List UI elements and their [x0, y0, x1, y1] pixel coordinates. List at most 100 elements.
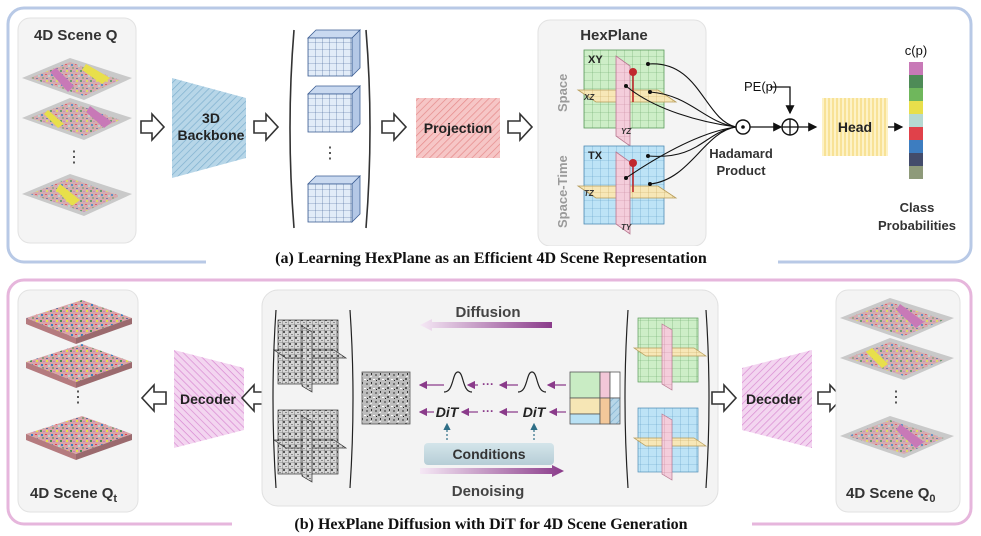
class-color-cell: [909, 114, 923, 127]
decoder-right-label: Decoder: [746, 391, 803, 407]
class-label-2: Probabilities: [878, 218, 956, 233]
clean-hexplane-spacetime: [632, 407, 708, 481]
hollow-arrow-a1: [140, 111, 166, 143]
feature-curves: [625, 63, 737, 185]
noisy-scene-label: 4D Scene Qt: [30, 485, 117, 505]
spacetime-axis-label: Space-Time: [555, 155, 570, 228]
conditions-box: [424, 443, 554, 465]
hollow-arrow-a2: [253, 111, 280, 143]
caption-a: (a) Learning HexPlane as an Efficient 4D…: [275, 250, 707, 267]
noisy-slab-3: [26, 416, 132, 460]
clean-scene-card: [835, 289, 961, 513]
ellipsis-2: ···: [482, 404, 494, 418]
scene-q-frame-1: [22, 58, 132, 100]
plane-ty-label: TY: [621, 223, 632, 232]
class-color-cell: [909, 153, 923, 166]
pe-label: PE(p): [744, 79, 777, 94]
diffusion-label: Diffusion: [456, 304, 521, 321]
gaussian-curve-1: [443, 371, 473, 393]
backbone-block: 3D Backbone: [172, 78, 246, 178]
noisy-hexplane-upper: [272, 319, 348, 393]
noisy-hexplane-lower: [272, 409, 348, 483]
scene-q-group: 4D Scene Q ⋮: [17, 17, 137, 244]
plane-yz-label: YZ: [621, 127, 632, 136]
clean-scene-group: ⋮ 4D Scene Q0: [835, 289, 961, 513]
plane-tx-label: TX: [588, 150, 603, 162]
projection-label: Projection: [424, 120, 492, 136]
cube-dots: ⋮: [322, 145, 338, 162]
decoder-right: Decoder: [742, 350, 812, 448]
clean-hexplane: [624, 309, 710, 489]
noisy-scene-card: [17, 289, 139, 513]
clean-scene-frame-3: [840, 416, 954, 458]
hadamard-label-1: Hadamard: [709, 146, 773, 161]
class-output-label: c(p): [905, 43, 927, 58]
class-color-cell: [909, 127, 923, 140]
class-label-1: Class: [900, 200, 935, 215]
space-axis-label: Space: [555, 74, 570, 112]
denoising-chain: ··· DiT ··· DiT: [418, 371, 566, 440]
clean-scene-label: 4D Scene Q0: [846, 485, 936, 505]
class-probabilities: c(p) Class Probabilities: [878, 43, 956, 233]
diffusion-arrow: [420, 319, 552, 331]
decoder-left: Decoder: [174, 350, 244, 448]
scene-q-frame-3: [22, 174, 132, 216]
hadamard-label-2: Product: [716, 163, 766, 178]
cube-1: [307, 29, 361, 77]
class-color-cell: [909, 166, 923, 179]
dit-label-1: DiT: [436, 404, 460, 420]
class-color-column: [909, 62, 923, 179]
denoising-arrow: [420, 465, 564, 477]
bracket-left: [289, 29, 295, 229]
hollow-arrow-b1: [140, 382, 167, 414]
plane-tz-label: TZ: [584, 189, 595, 198]
noisy-slab-2: [26, 344, 132, 388]
backbone-label-1: 3D: [202, 110, 220, 126]
denoising-label: Denoising: [452, 483, 525, 500]
noisy-scene-group: ⋮ 4D Scene Qt: [17, 289, 139, 513]
scene-q-dots: ⋮: [66, 149, 82, 166]
scene-q-label: 4D Scene Q: [34, 27, 118, 44]
backbone-label-2: Backbone: [178, 127, 245, 143]
clean-scene-frame-1: [840, 298, 954, 340]
hexplane-title: HexPlane: [580, 27, 648, 44]
hollow-arrow-b3: [711, 382, 738, 414]
noisy-slab-1: [26, 300, 132, 344]
head-block: Head: [822, 98, 904, 156]
projection-block: Projection: [416, 98, 500, 158]
head-label: Head: [838, 119, 872, 135]
bracket-right: [365, 29, 371, 229]
decoder-left-label: Decoder: [180, 391, 237, 407]
hadamard-group: Hadamard Product PE(p): [709, 79, 818, 178]
dit-label-2: DiT: [523, 404, 547, 420]
cube-3: [307, 175, 361, 223]
class-color-cell: [909, 62, 923, 75]
hollow-arrow-a3: [381, 111, 408, 143]
clean-hexplane-space: [632, 317, 708, 391]
conditions-label: Conditions: [452, 446, 525, 462]
ellipsis-1: ···: [482, 377, 494, 391]
feature-volume-stack: ⋮: [289, 29, 371, 229]
noisy-scene-dots: ⋮: [70, 389, 86, 406]
plane-xz-label: XZ: [583, 93, 595, 102]
hexplane-group: HexPlane Space Space-Time XY XZ YZ TX TZ…: [537, 19, 707, 247]
class-color-cell: [909, 75, 923, 88]
clean-scene-dots: ⋮: [888, 389, 904, 406]
caption-b: (b) HexPlane Diffusion with DiT for 4D S…: [294, 516, 687, 533]
class-color-cell: [909, 101, 923, 114]
hollow-arrow-a4: [507, 111, 534, 143]
plane-xy-label: XY: [588, 54, 603, 66]
noisy-hexplane: [272, 309, 354, 489]
clean-scene-frame-2: [840, 338, 954, 380]
noise-square: [361, 371, 411, 425]
clean-latent: [569, 371, 621, 425]
spacetime-planes: TX TZ TY: [576, 145, 678, 235]
caption-b-bg: [232, 512, 752, 534]
scene-q-frame-2: [22, 98, 132, 140]
space-planes: XY XZ YZ: [576, 49, 678, 147]
caption-a-bg: [206, 246, 778, 268]
class-color-cell: [909, 88, 923, 101]
gaussian-curve-2: [517, 371, 547, 393]
class-color-cell: [909, 140, 923, 153]
cube-2: [307, 85, 361, 133]
